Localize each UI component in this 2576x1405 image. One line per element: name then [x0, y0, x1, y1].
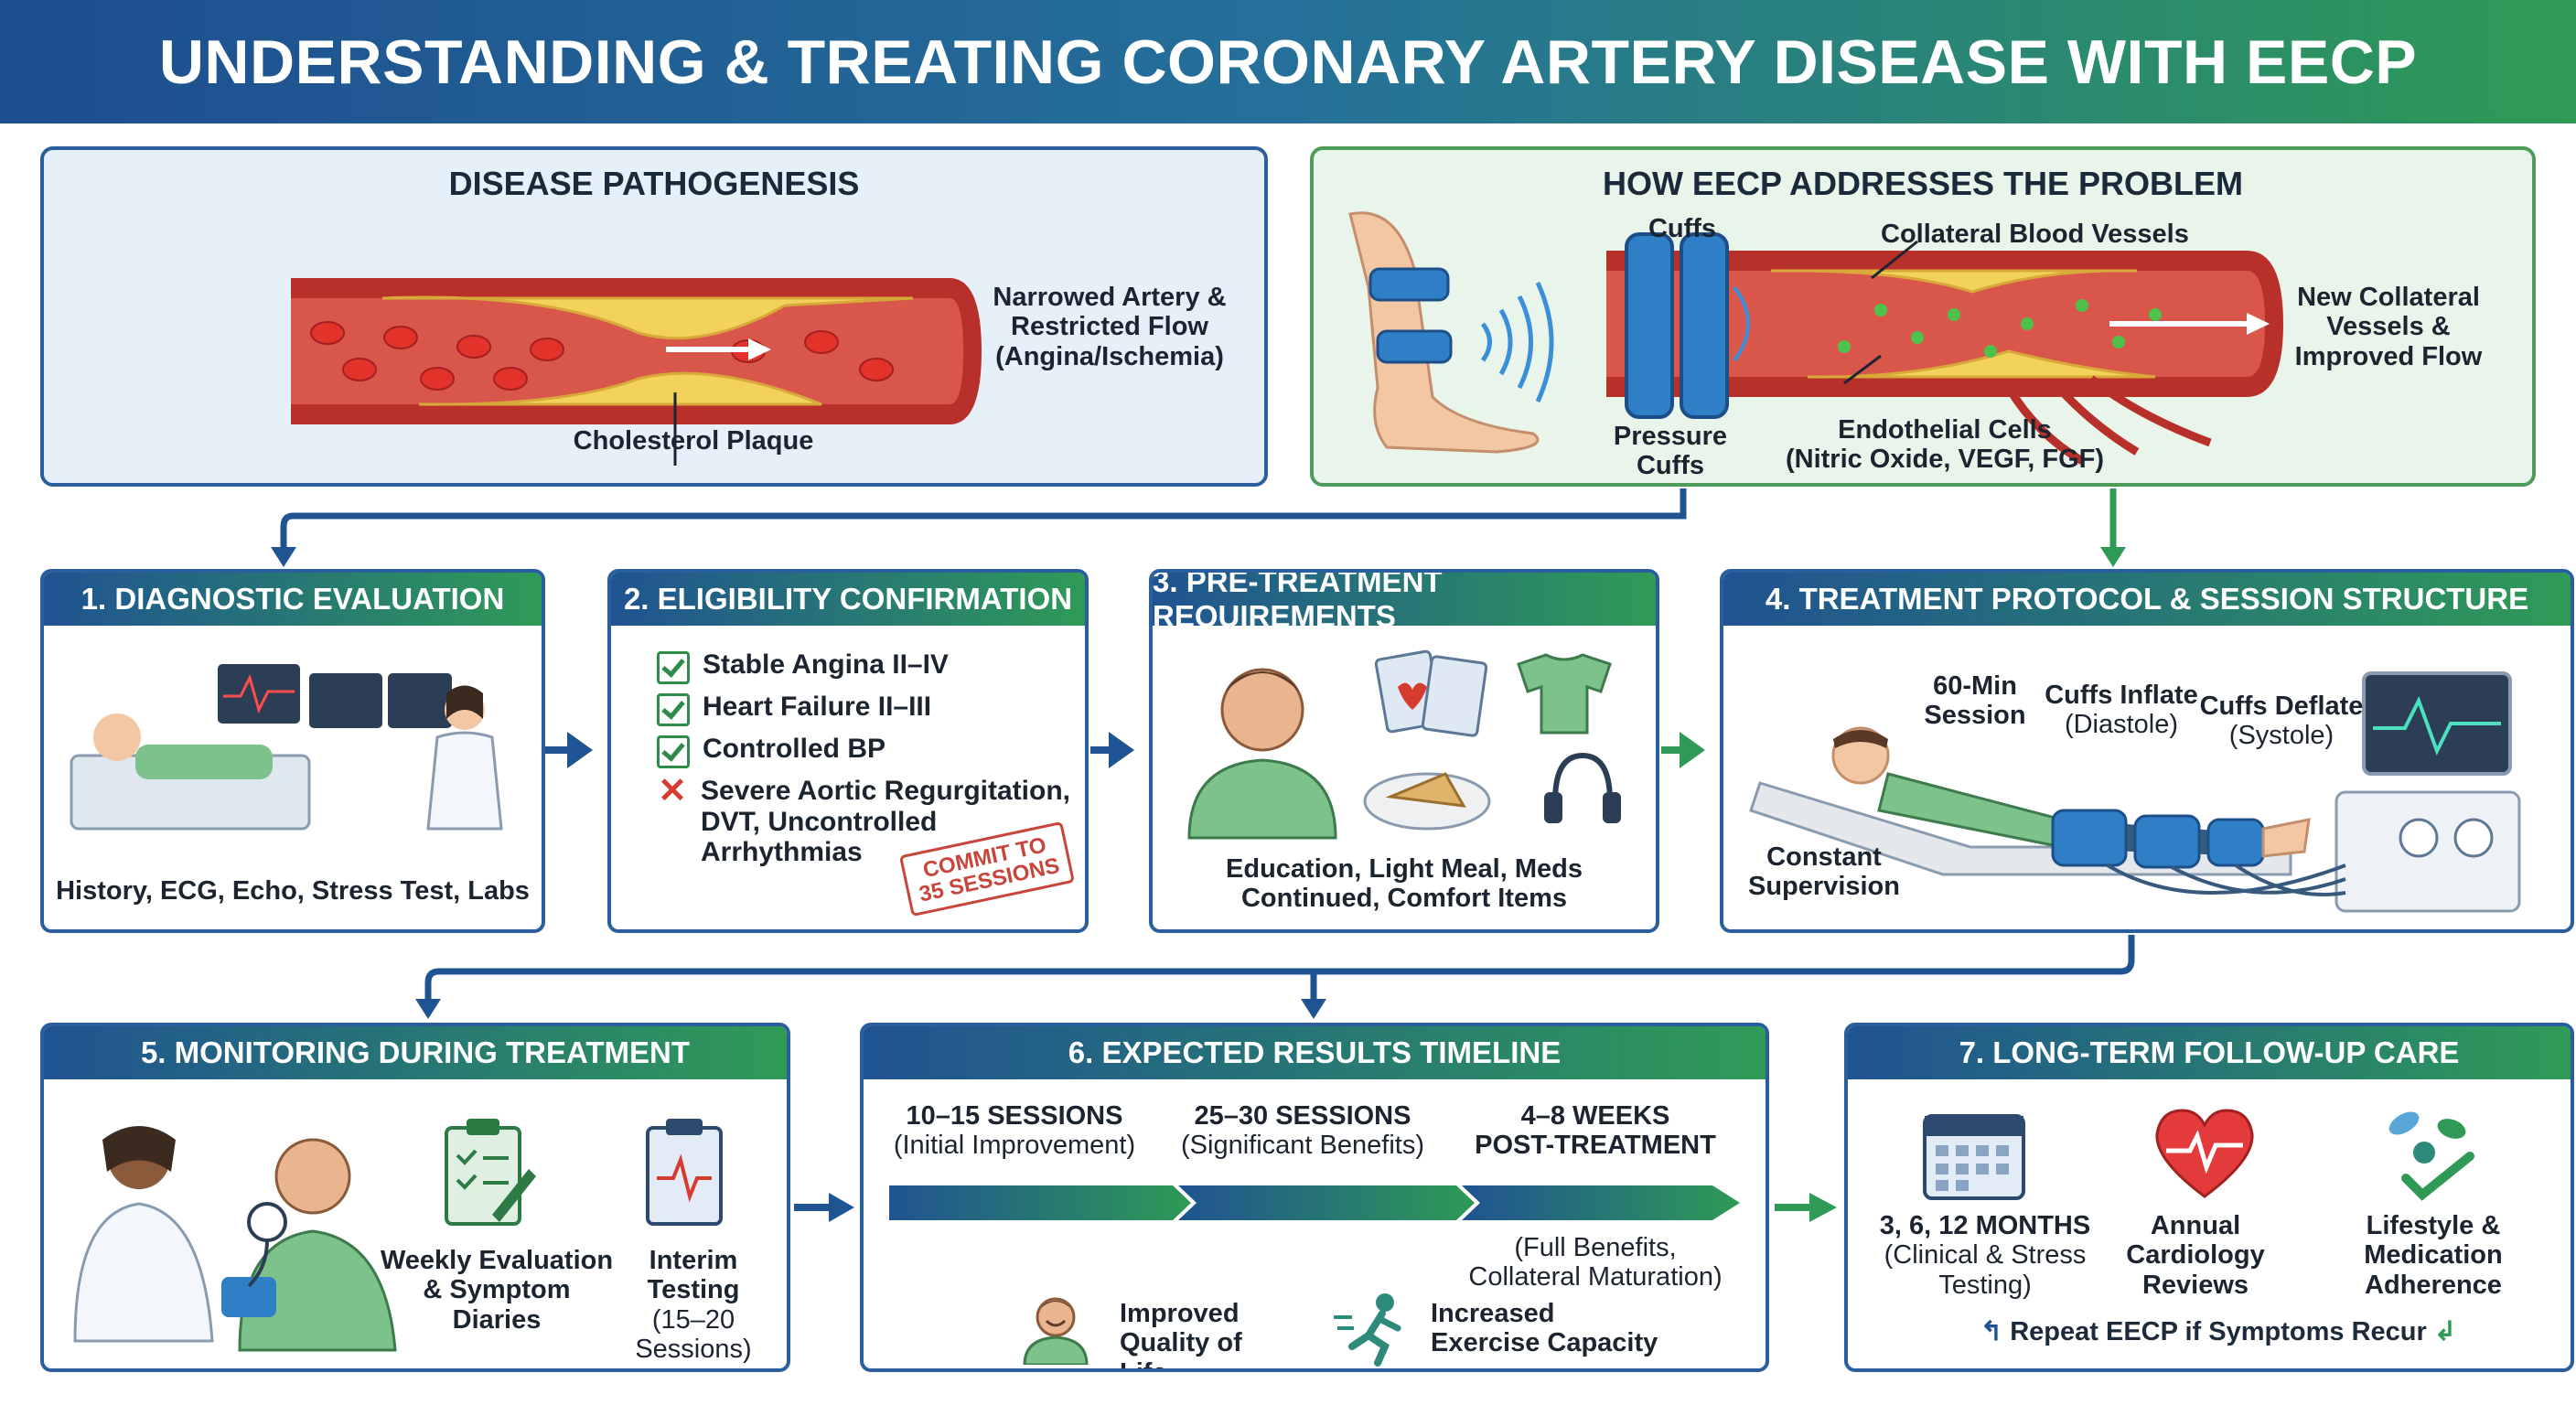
eligibility-check-3: Controlled BP [657, 734, 886, 768]
arrow-shafts-row2 [545, 746, 1681, 754]
step6-results-timeline-panel: 6. EXPECTED RESULTS TIMELINE 10–15 SESSI… [860, 1023, 1769, 1372]
narrowed-artery-illustration [291, 278, 982, 466]
cuffs-label: Cuffs [1648, 214, 1717, 243]
checkbox-icon [657, 735, 690, 768]
step1-diagnostic-panel: 1. DIAGNOSTIC EVALUATION History, ECG, E… [40, 569, 545, 933]
connector-middle [415, 935, 2135, 1019]
phase-3-sub: (Full Benefits,Collateral Maturation) [1468, 1233, 1723, 1292]
pretreatment-items-icon [1187, 649, 1621, 840]
step5-monitoring-panel: 5. MONITORING DURING TREATMENT Weekly Ev… [40, 1023, 790, 1372]
eecp-mechanism-title: HOW EECP ADDRESSES THE PROBLEM [1602, 165, 2244, 202]
title-banner: UNDERSTANDING & TREATING CORONARY ARTERY… [0, 0, 2576, 123]
heart-icon [2155, 1109, 2254, 1198]
flow-arrow-3-4 [1680, 732, 1705, 768]
step4-treatment-panel: 4. TREATMENT PROTOCOL & SESSION STRUCTUR… [1720, 569, 2574, 933]
blood-pressure-check-icon [73, 1126, 397, 1352]
step2-eligibility-panel: 2. ELIGIBILITY CONFIRMATION Stable Angin… [607, 569, 1089, 933]
flow-arrow-1-2 [567, 732, 593, 768]
step1-caption: History, ECG, Echo, Stress Test, Labs [56, 876, 530, 906]
page-title: UNDERSTANDING & TREATING CORONARY ARTERY… [158, 27, 2418, 97]
eecp-artery-illustration [1348, 211, 2283, 465]
timeline-arrow-bar [889, 1185, 1740, 1220]
return-arrow-icon: ↲ [2433, 1317, 2457, 1346]
checkbox-icon [657, 651, 690, 684]
endothelial-cells-label: Endothelial Cells (Nitric Oxide, VEGF, F… [1785, 415, 2105, 475]
flow-arrow-2-3 [1109, 732, 1134, 768]
checkbox-icon [657, 693, 690, 726]
interim-test-report-icon [646, 1119, 723, 1226]
calendar-icon [1923, 1114, 2025, 1200]
running-person-icon [1334, 1293, 1401, 1367]
collateral-vessels-label: Collateral Blood Vessels [1881, 220, 2189, 249]
step2-title: 2. ELIGIBILITY CONFIRMATION [611, 573, 1085, 626]
phase-2-label: 25–30 SESSIONS(Significant Benefits) [1181, 1101, 1424, 1161]
step5-title: 5. MONITORING DURING TREATMENT [44, 1026, 787, 1079]
treatment-bed-scene-icon [1749, 671, 2521, 913]
flow-arrow-6-7 [1775, 1193, 1837, 1222]
cholesterol-plaque-label: Cholesterol Plaque [573, 426, 814, 456]
exclusion-item: ✕ Severe Aortic Regurgitation,DVT, Uncon… [658, 772, 1070, 868]
eligibility-check-1: Stable Angina II–IV [657, 649, 949, 684]
step1-title: 1. DIAGNOSTIC EVALUATION [44, 573, 542, 626]
clipboard-checklist-icon [445, 1119, 536, 1226]
pills-checkmark-icon [2388, 1111, 2474, 1201]
step4-title: 4. TREATMENT PROTOCOL & SESSION STRUCTUR… [1723, 573, 2571, 626]
step6-title: 6. EXPECTED RESULTS TIMELINE [864, 1026, 1766, 1079]
eecp-mechanism-panel: HOW EECP ADDRESSES THE PROBLEM [1310, 146, 2536, 487]
cross-icon: ✕ [658, 772, 687, 810]
narrowed-artery-label: Narrowed Artery & Restricted Flow (Angin… [993, 283, 1227, 371]
flow-arrow-5-6 [794, 1193, 854, 1222]
smiling-person-icon [1023, 1297, 1089, 1365]
phase-1-label: 10–15 SESSIONS(Initial Improvement) [893, 1101, 1136, 1161]
cuffs-inflate-label: Cuffs Inflate(Diastole) [2045, 681, 2198, 740]
repeat-eecp-note: ↰ Repeat EECP if Symptoms Recur ↲ [1980, 1317, 2457, 1346]
step7-followup-panel: 7. LONG-TERM FOLLOW-UP CARE 3, 6, 12 MON… [1844, 1023, 2574, 1372]
step3-pretreatment-panel: 3. PRE-TREATMENT REQUIREMENTS Education,… [1149, 569, 1659, 933]
pathogenesis-title: DISEASE PATHOGENESIS [448, 165, 860, 202]
pressure-cuffs-label: Pressure Cuffs [1613, 422, 1728, 481]
step7-title: 7. LONG-TERM FOLLOW-UP CARE [1848, 1026, 2571, 1079]
step3-title: 3. PRE-TREATMENT REQUIREMENTS [1153, 573, 1656, 633]
new-collateral-label: New Collateral Vessels & Improved Flow [2294, 283, 2483, 371]
connector-top [271, 488, 2126, 567]
diagnostic-scene-icon [70, 664, 503, 831]
eligibility-check-2: Heart Failure II–III [657, 692, 931, 726]
return-arrow-icon: ↰ [1980, 1317, 2003, 1346]
pathogenesis-panel: DISEASE PATHOGENESIS Narrowed Artery & R… [40, 146, 1268, 487]
cuffs-deflate-label: Cuffs Deflate(Systole) [2199, 692, 2364, 751]
